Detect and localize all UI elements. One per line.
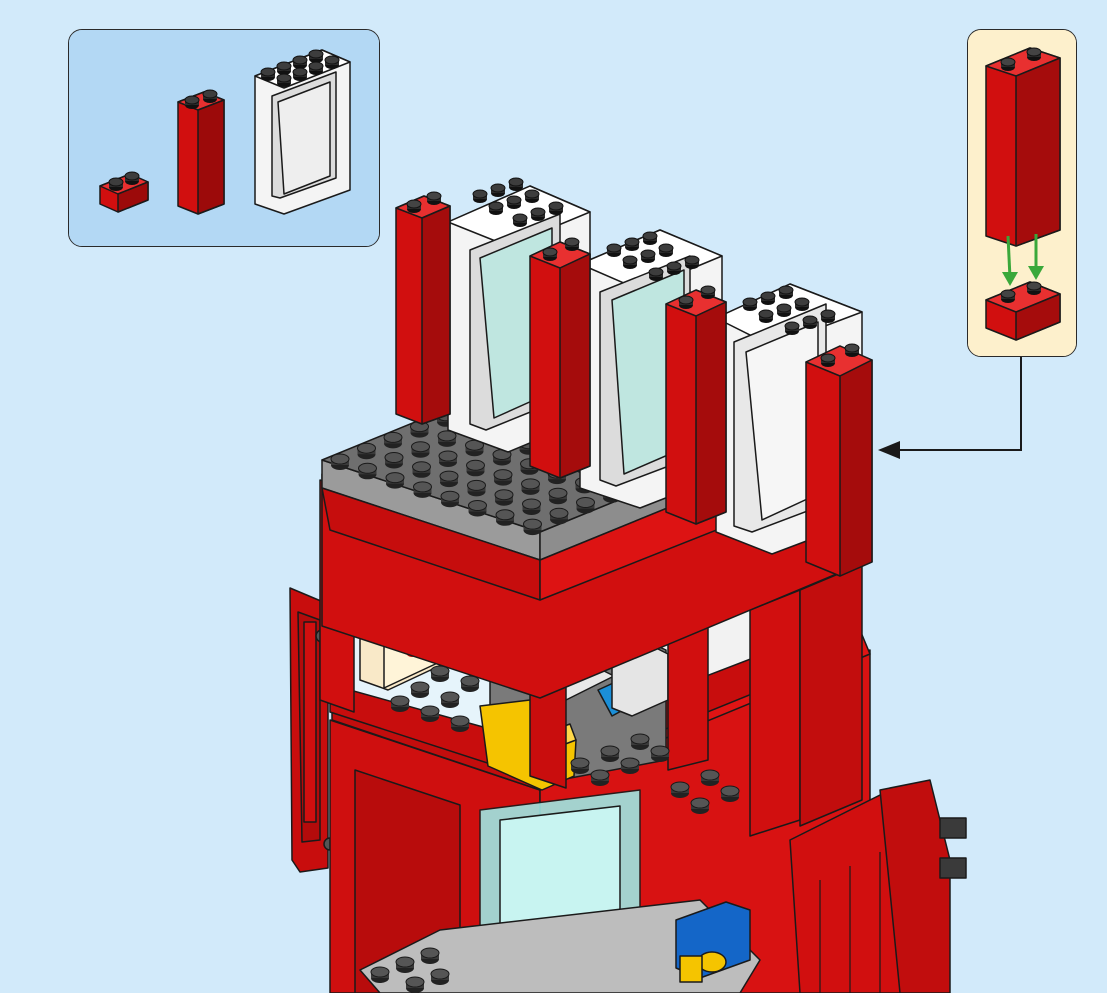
red-column-2 (530, 238, 590, 478)
plate-stud (413, 462, 431, 478)
plate-stud (438, 431, 456, 447)
plate-stud (550, 508, 568, 524)
red-column-3 (666, 286, 726, 524)
plate-stud (386, 473, 404, 489)
plate-stud (359, 463, 377, 479)
plate-stud (385, 453, 403, 469)
plate-stud (439, 451, 457, 467)
plate-stud (412, 442, 430, 458)
red-column-1 (396, 192, 450, 424)
plate-stud (440, 471, 458, 487)
plate-stud (522, 479, 540, 495)
plate-stud (384, 432, 402, 448)
plate-stud (494, 470, 512, 486)
plate-stud (468, 480, 486, 496)
plate-stud (495, 490, 513, 506)
plate-stud (577, 498, 595, 514)
plate-stud (331, 454, 349, 470)
plate-stud (469, 501, 487, 517)
sub-step-tall-brick (986, 48, 1060, 246)
plate-stud (524, 519, 542, 535)
plate-stud (441, 491, 459, 507)
part-red-brick-1x1x3 (178, 90, 224, 214)
plate-stud (467, 460, 485, 476)
plate-stud (414, 482, 432, 498)
plate-stud (496, 510, 514, 526)
part-white-window-frame (255, 50, 350, 214)
red-column-new (806, 344, 872, 576)
plate-stud (358, 443, 376, 459)
plate-stud (411, 422, 429, 438)
plate-stud (523, 499, 541, 515)
plate-stud (549, 488, 567, 504)
placement-arrow (878, 357, 1021, 459)
